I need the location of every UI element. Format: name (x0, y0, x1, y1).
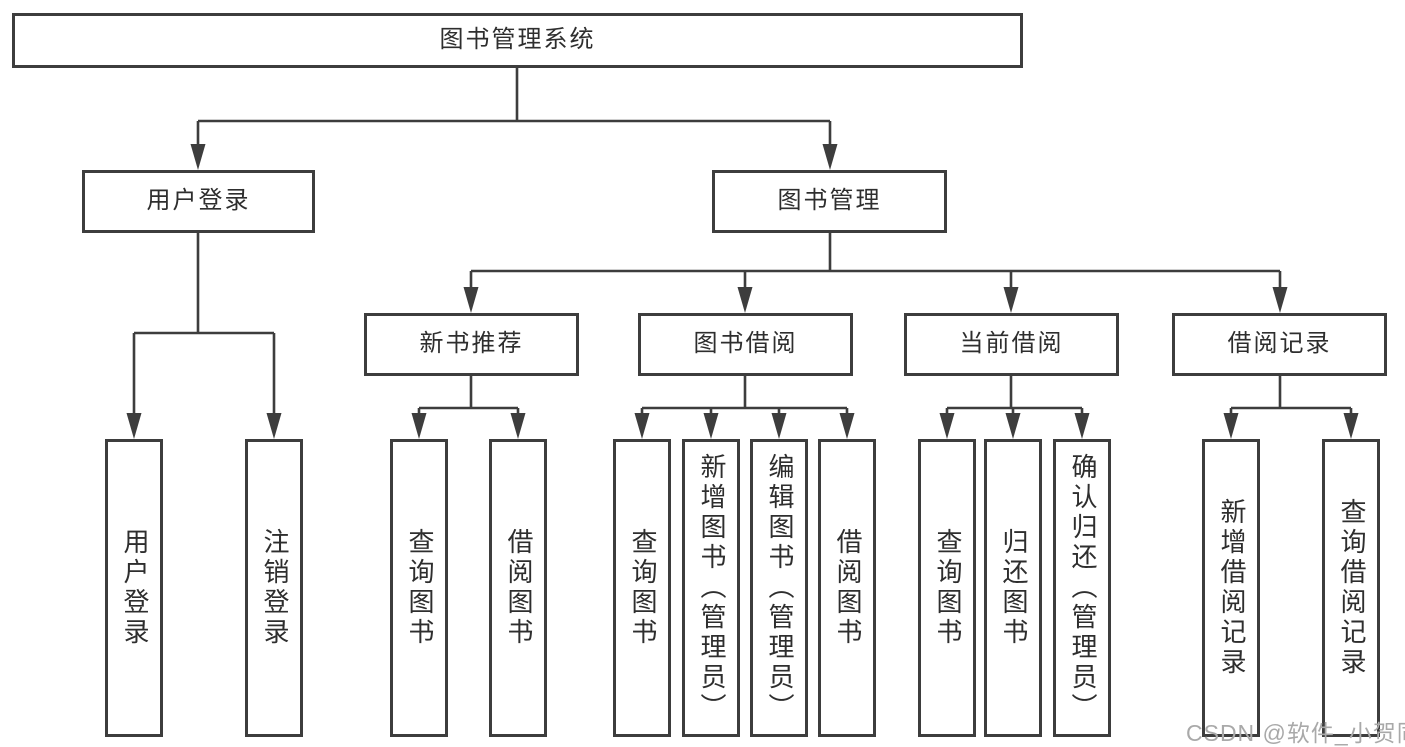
connector-path (132, 68, 1353, 415)
leaf-query-books-current: 查询图书 (918, 439, 976, 737)
leaf-add-books-admin: 新增图书（管理员） (682, 439, 740, 737)
arrowhead-icons (126, 144, 1359, 439)
leaf-edit-books-admin: 编辑图书（管理员） (750, 439, 808, 737)
node-user-login: 用户登录 (82, 170, 315, 233)
node-current-borrowing: 当前借阅 (904, 313, 1119, 376)
node-library-system: 图书管理系统 (12, 13, 1023, 68)
node-borrowing-records: 借阅记录 (1172, 313, 1387, 376)
leaf-borrow-books-recommend: 借阅图书 (489, 439, 547, 737)
leaf-user-login: 用户登录 (105, 439, 163, 737)
node-book-management: 图书管理 (712, 170, 947, 233)
leaf-confirm-return-admin: 确认归还（管理员） (1053, 439, 1111, 737)
leaf-return-books: 归还图书 (984, 439, 1042, 737)
leaf-query-books-borrowing: 查询图书 (613, 439, 671, 737)
leaf-query-borrow-record: 查询借阅记录 (1322, 439, 1380, 737)
leaf-logout: 注销登录 (245, 439, 303, 737)
leaf-add-borrow-record: 新增借阅记录 (1202, 439, 1260, 737)
leaf-borrow-books-borrowing: 借阅图书 (818, 439, 876, 737)
leaf-query-books-recommend: 查询图书 (390, 439, 448, 737)
node-new-book-recommend: 新书推荐 (364, 313, 579, 376)
watermark: CSDN @软件_小贺同学 (1186, 720, 1405, 746)
node-book-borrowing: 图书借阅 (638, 313, 853, 376)
